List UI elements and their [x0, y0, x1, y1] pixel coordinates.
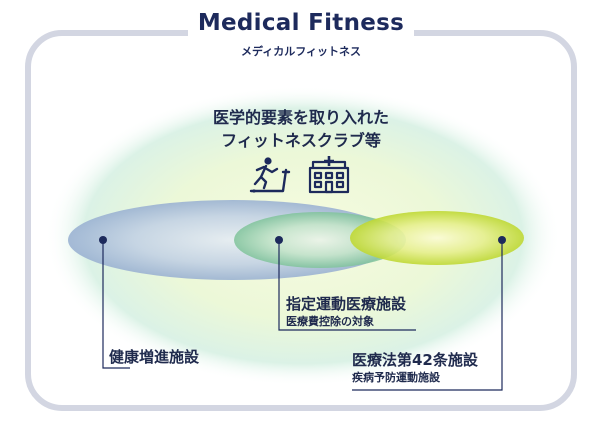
- hospital-building-icon: [308, 156, 350, 194]
- page-title: Medical Fitness: [197, 10, 405, 36]
- article42-leader: [352, 240, 503, 391]
- designated-exercise-title: 指定運動医療施設: [286, 295, 407, 313]
- article42-subtitle: 疾病予防運動施設: [352, 371, 440, 384]
- title-gap: [188, 26, 414, 40]
- article42-ellipse: [350, 211, 524, 265]
- page-subtitle: メディカルフィットネス: [240, 45, 361, 58]
- article42-title: 医療法第42条施設: [352, 351, 478, 369]
- health-promotion-leader: [102, 240, 130, 369]
- treadmill-runner-icon: [249, 157, 291, 193]
- center-caption-line1: 医学的要素を取り入れた: [212, 108, 389, 127]
- health-promotion-title: 健康増進施設: [109, 348, 200, 366]
- designated-exercise-leader: [278, 240, 416, 331]
- center-caption-line2: フィットネスクラブ等: [221, 131, 381, 150]
- designated-exercise-subtitle: 医療費控除の対象: [286, 315, 374, 328]
